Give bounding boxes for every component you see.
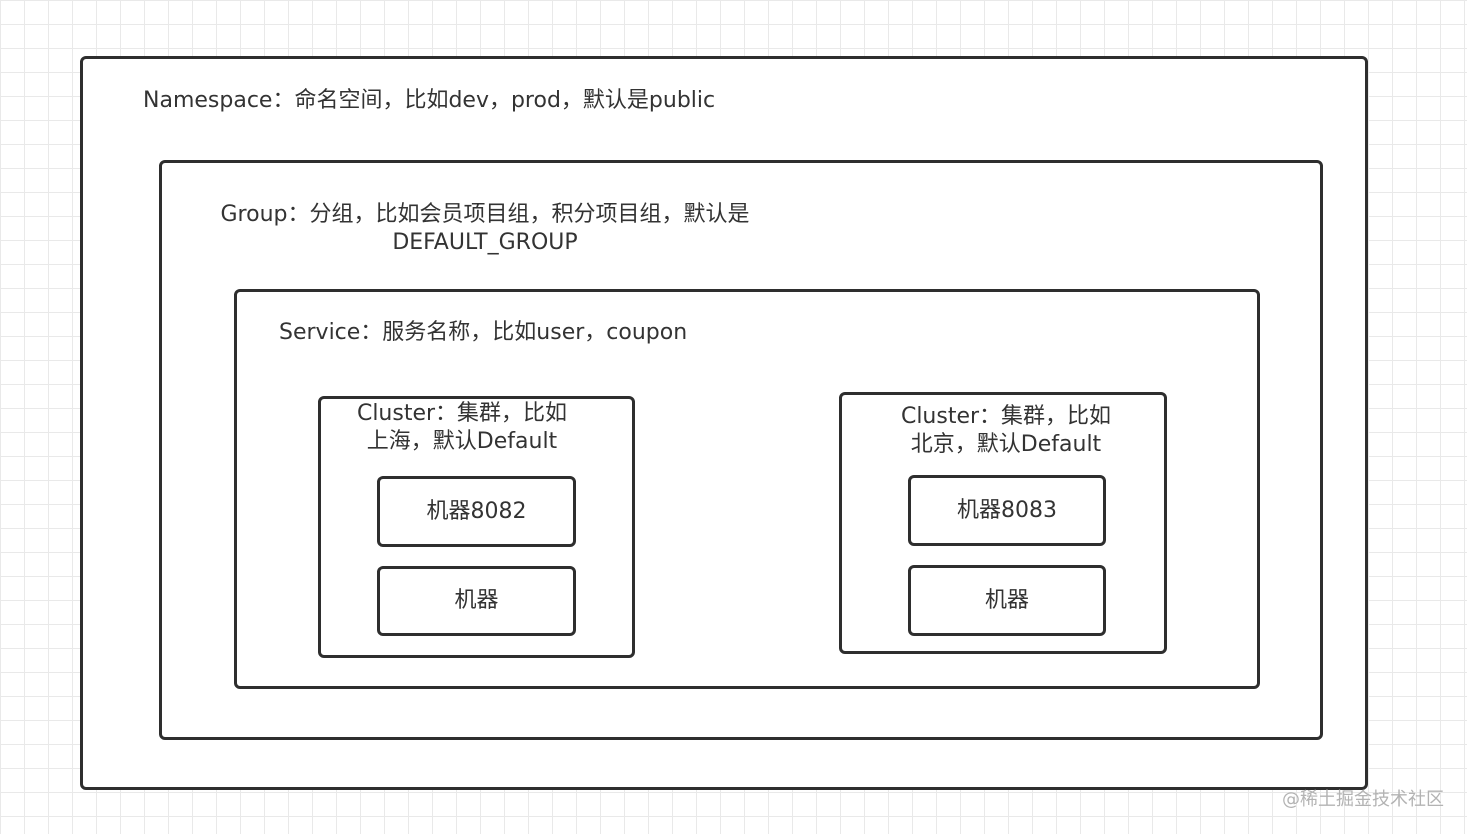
machine-box-8083: 机器8083 [908,475,1106,546]
cluster-box-shanghai: Cluster：集群，比如 上海，默认Default 机器8082 机器 [318,396,635,658]
machine-box-8082: 机器8082 [377,476,576,547]
group-label-line-1: Group：分组，比如会员项目组，积分项目组，默认是 [220,202,750,227]
cluster-label-line-1: Cluster：集群，比如 [356,401,568,426]
machine-label: 机器8083 [957,497,1057,523]
machine-label: 机器 [984,587,1029,613]
namespace-box: Namespace：命名空间，比如dev，prod，默认是public Grou… [80,56,1368,790]
cluster-box-beijing: Cluster：集群，比如 北京，默认Default 机器8083 机器 [839,392,1167,654]
cluster-label-line-2: 上海，默认Default [366,429,558,454]
group-label-line-2: DEFAULT_GROUP [392,230,578,255]
cluster-label-line-1: Cluster：集群，比如 [900,404,1112,429]
namespace-label: Namespace：命名空间，比如dev，prod，默认是public [143,88,716,113]
watermark-text: @稀土掘金技术社区 [1282,789,1444,810]
machine-box: 机器 [908,565,1106,636]
cluster-label-line-2: 北京，默认Default [910,432,1102,457]
group-label: Group：分组，比如会员项目组，积分项目组，默认是 DEFAULT_GROUP [185,201,785,257]
group-box: Group：分组，比如会员项目组，积分项目组，默认是 DEFAULT_GROUP… [159,160,1323,740]
cluster-label: Cluster：集群，比如 上海，默认Default [322,400,602,456]
service-label: Service：服务名称，比如user，coupon [279,320,688,345]
machine-label: 机器 [454,588,499,613]
machine-box: 机器 [377,566,576,636]
machine-label: 机器8082 [426,498,527,524]
service-box: Service：服务名称，比如user，coupon Cluster：集群，比如… [234,289,1260,689]
cluster-label: Cluster：集群，比如 北京，默认Default [866,403,1146,459]
